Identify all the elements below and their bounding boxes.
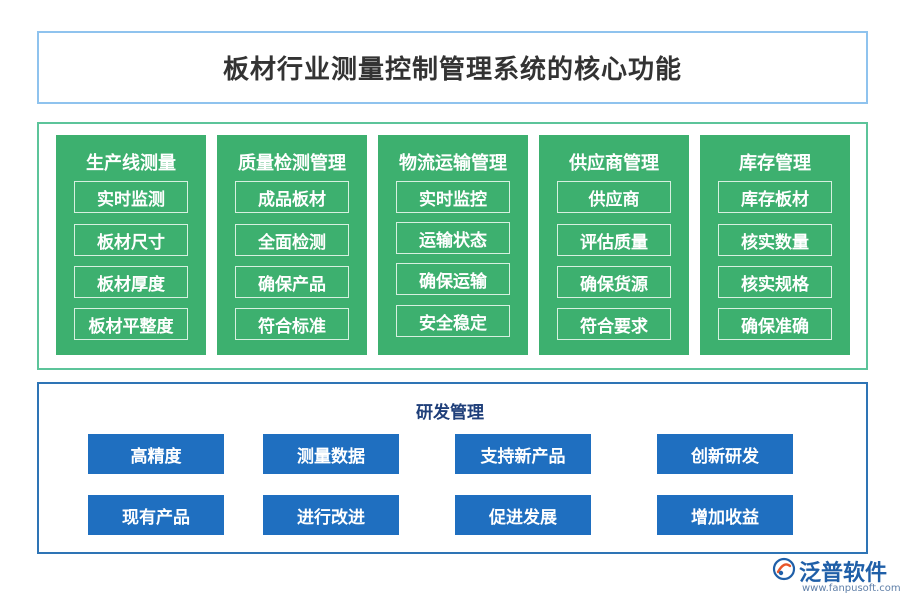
column-title: 物流运输管理 [399,153,507,174]
title-box: 板材行业测量控制管理系统的核心功能 [37,31,868,104]
logo-url: www.fanpusoft.com [802,583,900,594]
column-item: 库存板材 [718,181,832,213]
column-item: 成品板材 [235,181,349,213]
fanpu-logo-icon [772,557,796,581]
fanpu-logo: 泛普软件 www.fanpusoft.com [772,555,900,597]
column-item: 确保产品 [235,266,349,298]
column-title: 库存管理 [739,153,811,174]
rd-item: 促进发展 [455,495,591,535]
rd-item: 支持新产品 [455,434,591,474]
rd-item: 创新研发 [657,434,793,474]
column-item: 全面检测 [235,224,349,256]
column-title: 质量检测管理 [238,153,346,174]
column-item: 供应商 [557,181,671,213]
logo-name: 泛普软件 [799,561,888,586]
column-item: 符合要求 [557,308,671,340]
rd-item: 进行改进 [263,495,399,535]
column-item: 运输状态 [396,222,510,254]
column-inventory: 库存管理 库存板材 核实数量 核实规格 确保准确 [700,135,850,355]
rd-item: 现有产品 [88,495,224,535]
column-quality-inspection: 质量检测管理 成品板材 全面检测 确保产品 符合标准 [217,135,367,355]
column-production-line: 生产线测量 实时监测 板材尺寸 板材厚度 板材平整度 [56,135,206,355]
column-item: 确保货源 [557,266,671,298]
column-item: 安全稳定 [396,305,510,337]
column-title: 生产线测量 [86,153,176,174]
column-item: 实时监测 [74,181,188,213]
rd-item: 测量数据 [263,434,399,474]
column-item: 板材厚度 [74,266,188,298]
column-item: 评估质量 [557,224,671,256]
rd-item: 增加收益 [657,495,793,535]
column-item: 板材平整度 [74,308,188,340]
column-supplier: 供应商管理 供应商 评估质量 确保货源 符合要求 [539,135,689,355]
column-item: 板材尺寸 [74,224,188,256]
column-item: 符合标准 [235,308,349,340]
column-item: 确保运输 [396,263,510,295]
column-item: 实时监控 [396,181,510,213]
column-logistics: 物流运输管理 实时监控 运输状态 确保运输 安全稳定 [378,135,528,355]
rd-item: 高精度 [88,434,224,474]
column-item: 核实规格 [718,266,832,298]
column-title: 供应商管理 [569,153,659,174]
column-item: 核实数量 [718,224,832,256]
page-title: 板材行业测量控制管理系统的核心功能 [222,55,682,85]
column-item: 确保准确 [718,308,832,340]
rd-title: 研发管理 [416,403,484,423]
